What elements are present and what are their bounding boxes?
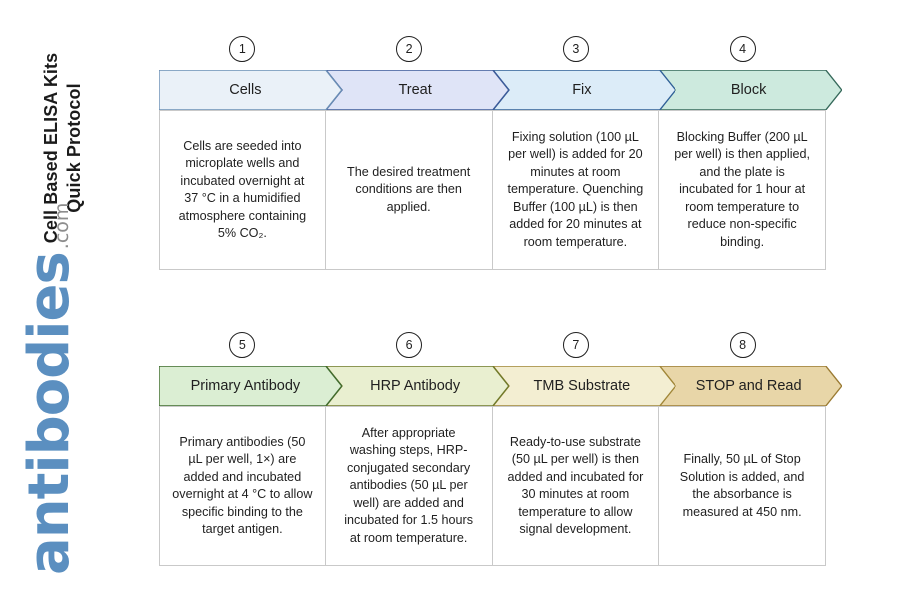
step-header-7[interactable]: TMB Substrate xyxy=(492,366,676,406)
step-description-1: Cells are seeded into microplate wells a… xyxy=(159,110,326,270)
chevron-shape-icon xyxy=(325,70,509,110)
step-number-badges-row-2: 5 6 7 8 xyxy=(159,332,826,366)
step-description-3: Fixing solution (100 µL per well) is add… xyxy=(492,110,660,270)
step-number-badge-7: 7 xyxy=(562,332,589,358)
chevron-shape-icon xyxy=(492,70,676,110)
protocol-row-1: 1 2 3 4 Cells Treat Fix Block Cells are seeded… xyxy=(159,36,842,270)
chevron-shape-icon xyxy=(159,70,342,110)
chevron-shape-icon xyxy=(659,70,842,110)
step-description-text-6: After appropriate washing steps, HRP-con… xyxy=(344,425,474,545)
step-header-6[interactable]: HRP Antibody xyxy=(325,366,509,406)
step-description-2: The desired treatment conditions are the… xyxy=(325,110,493,270)
step-header-label-5: Primary Antibody xyxy=(190,378,301,394)
step-header-chevrons-row-2: Primary Antibody HRP Antibody TMB Substrat… xyxy=(159,366,842,406)
step-header-4[interactable]: Block xyxy=(659,70,842,110)
step-description-8: Finally, 50 µL of Stop Solution is added… xyxy=(659,406,826,566)
watermark-tld-text: .com xyxy=(51,202,73,250)
page-title: Cell Based ELISA Kits Quick Protocol xyxy=(40,0,170,298)
step-header-label-2: Treat xyxy=(398,82,432,98)
step-header-5[interactable]: Primary Antibody xyxy=(159,366,342,406)
step-number-badge-1: 1 xyxy=(229,36,256,62)
step-number-badge-3: 3 xyxy=(562,36,589,62)
chevron-shape-icon xyxy=(325,366,509,406)
step-header-label-7: TMB Substrate xyxy=(533,378,631,394)
step-header-label-1: Cells xyxy=(229,82,262,98)
page-title-line-2: Quick Protocol xyxy=(64,83,84,213)
step-header-2[interactable]: Treat xyxy=(325,70,509,110)
step-description-text-5: Primary antibodies (50 µL per well, 1×) … xyxy=(172,434,313,537)
step-header-label-8: STOP and Read xyxy=(695,378,802,394)
step-description-text-3: Fixing solution (100 µL per well) is add… xyxy=(507,129,644,249)
step-number-badge-6: 6 xyxy=(396,332,423,358)
step-header-label-6: HRP Antibody xyxy=(370,378,461,394)
step-description-text-4: Blocking Buffer (200 µL per well) is the… xyxy=(674,129,811,249)
step-number-badge-4: 4 xyxy=(729,36,756,62)
step-header-label-3: Fix xyxy=(572,82,592,98)
step-description-cells-row-1: Cells are seeded into microplate wells a… xyxy=(159,110,826,270)
step-description-7: Ready-to-use substrate (50 µL per well) … xyxy=(492,406,660,566)
page-title-line-1: Cell Based ELISA Kits xyxy=(41,52,61,244)
step-description-text-1: Cells are seeded into microplate wells a… xyxy=(178,138,307,241)
step-description-text-2: The desired treatment conditions are the… xyxy=(347,164,471,214)
step-number-badges-row-1: 1 2 3 4 xyxy=(159,36,826,70)
step-description-6: After appropriate washing steps, HRP-con… xyxy=(325,406,493,566)
antibodies-watermark-logo: antibodies .com xyxy=(17,203,142,575)
step-description-text-8: Finally, 50 µL of Stop Solution is added… xyxy=(679,452,805,519)
step-description-4: Blocking Buffer (200 µL per well) is the… xyxy=(659,110,826,270)
step-description-cells-row-2: Primary antibodies (50 µL per well, 1×) … xyxy=(159,406,826,566)
protocol-row-2: 5 6 7 8 Primary Antibody HRP Antibody TMB Sub… xyxy=(159,332,842,566)
chevron-shape-icon xyxy=(492,366,676,406)
step-number-badge-8: 8 xyxy=(729,332,756,358)
watermark-brand-text: antibodies xyxy=(17,252,82,575)
step-header-8[interactable]: STOP and Read xyxy=(659,366,842,406)
chevron-shape-icon xyxy=(159,366,342,406)
step-description-text-7: Ready-to-use substrate (50 µL per well) … xyxy=(507,434,644,537)
step-header-3[interactable]: Fix xyxy=(492,70,676,110)
step-description-5: Primary antibodies (50 µL per well, 1×) … xyxy=(159,406,326,566)
step-number-badge-5: 5 xyxy=(229,332,256,358)
step-header-chevrons-row-1: Cells Treat Fix Block xyxy=(159,70,842,110)
step-header-label-4: Block xyxy=(730,82,767,98)
chevron-shape-icon xyxy=(659,366,842,406)
step-number-badge-2: 2 xyxy=(396,36,423,62)
step-header-1[interactable]: Cells xyxy=(159,70,342,110)
